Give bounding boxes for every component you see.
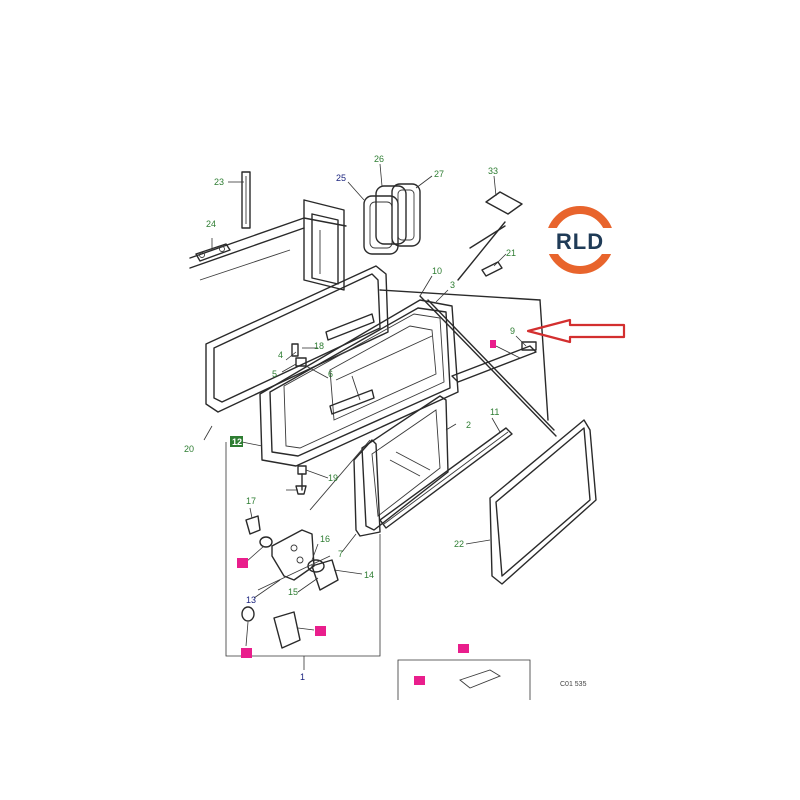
callout-24: 24 (206, 219, 216, 229)
diagram-code: C01 535 (560, 681, 587, 688)
callout-23: 23 (214, 177, 224, 187)
callout-15: 15 (288, 587, 298, 597)
part-23-strip (241, 171, 251, 229)
callout-14: 14 (364, 570, 374, 580)
part-21-pin (481, 261, 503, 277)
logo-text: RLD (556, 229, 604, 254)
group-1-bracket (225, 442, 381, 670)
part-2-sliding-glass (361, 395, 449, 531)
part-20-outer-seal (205, 265, 389, 413)
magenta-part-markers (237, 558, 469, 685)
marker-inset-left (414, 676, 425, 685)
callout-2: 2 (466, 420, 471, 430)
callout-20: 20 (184, 444, 194, 454)
callout-4: 4 (278, 350, 283, 360)
part-22-large-seal (489, 419, 597, 585)
callout-13: 13 (246, 595, 256, 605)
marker-washer-upper (237, 558, 248, 568)
body-side-panel (189, 199, 549, 421)
callout-16: 16 (320, 534, 330, 544)
marker-plate (315, 626, 326, 636)
part-11-channel (379, 427, 513, 529)
part-3-strip (419, 295, 557, 437)
callout-17: 17 (246, 496, 256, 506)
highlight-arrow (526, 318, 626, 344)
callout-12: 12 (232, 437, 242, 447)
rld-logo: RLD (544, 206, 616, 274)
logo-band (544, 228, 616, 254)
part-24-bracket (195, 243, 231, 262)
callout-18: 18 (314, 341, 324, 351)
callout-5: 5 (272, 369, 277, 379)
seal-stack-25-26-27 (363, 183, 421, 255)
callout-10: 10 (432, 266, 442, 276)
part-7-glass-seal (353, 439, 381, 537)
leader-lines (203, 163, 527, 647)
hardware-screws-upper (291, 343, 307, 495)
callout-labels: 1 2 3 4 5 6 7 8 9 10 11 12 13 14 15 16 1… (184, 154, 516, 682)
callout-11: 11 (490, 407, 499, 417)
callout-1: 1 (300, 672, 305, 682)
inset-box-bottom (397, 659, 531, 700)
callout-6: 6 (328, 369, 333, 379)
callout-33: 33 (488, 166, 498, 176)
callout-21: 21 (506, 248, 516, 258)
callout-3: 3 (450, 280, 455, 290)
callout-7: 7 (338, 549, 343, 559)
hinge-assembly (241, 439, 371, 649)
callout-9: 9 (510, 326, 515, 336)
callout-12-badge (230, 436, 243, 447)
callout-22: 22 (454, 539, 464, 549)
callout-19: 19 (328, 473, 338, 483)
callout-25: 25 (336, 173, 346, 183)
callout-27: 27 (434, 169, 444, 179)
part-9-slide-rail (451, 341, 537, 383)
part-33-plate (485, 191, 523, 215)
marker-inset-top (458, 644, 469, 653)
callout-8-marker (490, 340, 496, 348)
callout-26: 26 (374, 154, 384, 164)
marker-washer-lower (241, 648, 252, 658)
window-frame-assembly (259, 299, 459, 467)
